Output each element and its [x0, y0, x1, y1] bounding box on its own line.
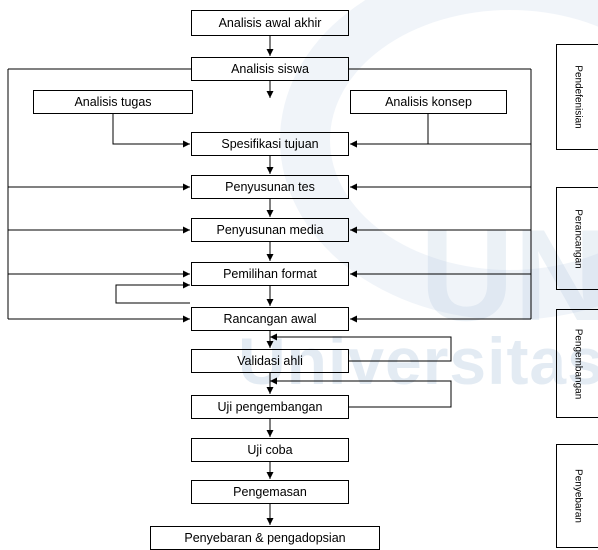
- arrow-tugas-to-spesifikasi: [112, 114, 190, 148]
- arrow-konsep-to-spesifikasi: [350, 114, 429, 148]
- step-rancangan-awal: Rancangan awal: [191, 307, 349, 331]
- arrow-uji-feedback: [270, 377, 452, 408]
- phase-disseminate-label: Penyebaran: [572, 469, 584, 523]
- phase-design-label: Perancangan: [572, 208, 584, 269]
- step-spesifikasi-tujuan: Spesifikasi tujuan: [191, 132, 349, 156]
- step-uji-coba: Uji coba: [191, 438, 349, 462]
- step-analisis-siswa: Analisis siswa: [191, 57, 349, 81]
- phase-disseminate: Penyebaran: [556, 444, 598, 548]
- phase-develop: Pengembangan: [556, 309, 598, 418]
- step-analisis-konsep: Analisis konsep: [350, 90, 507, 114]
- arrow-rancangan-loop-to-format: [115, 281, 190, 304]
- step-pemilihan-format: Pemilihan format: [191, 262, 349, 286]
- phase-define: Pendefenisian: [556, 44, 598, 150]
- phase-design: Perancangan: [556, 187, 598, 290]
- step-analisis-awal-akhir: Analisis awal akhir: [191, 10, 349, 36]
- step-penyusunan-media: Penyusunan media: [191, 218, 349, 242]
- step-penyusunan-tes: Penyusunan tes: [191, 175, 349, 199]
- step-validasi-ahli: Validasi ahli: [191, 349, 349, 373]
- step-uji-pengembangan: Uji pengembangan: [191, 395, 349, 419]
- phase-develop-label: Pengembangan: [572, 328, 584, 399]
- step-pengemasan: Pengemasan: [191, 480, 349, 504]
- phase-define-label: Pendefenisian: [572, 65, 584, 129]
- step-penyebaran-pengadopsian: Penyebaran & pengadopsian: [150, 526, 380, 550]
- step-analisis-tugas: Analisis tugas: [33, 90, 193, 114]
- arrow-validasi-feedback: [270, 333, 452, 362]
